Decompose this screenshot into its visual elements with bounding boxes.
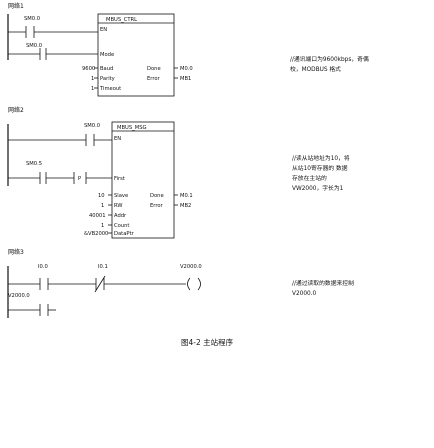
- contact-i01-label: I0.1: [98, 264, 108, 270]
- pin-mode: Mode: [100, 52, 114, 58]
- first-contact-label: SM0.5: [26, 161, 42, 167]
- timeout-value: 1: [91, 86, 94, 92]
- pin-slave: Slave: [114, 193, 128, 199]
- pin-error: Error: [147, 76, 161, 82]
- dataptr-value: &VB2000: [84, 231, 108, 237]
- msg-error-value: MB2: [180, 203, 191, 209]
- pin-msg-en: EN: [114, 136, 121, 142]
- network-1-label: 网络1: [8, 2, 24, 10]
- network-2-comment-line-4: VW2000，字长为1: [292, 184, 344, 192]
- mbus-ctrl-block: [97, 13, 175, 97]
- pin-dataptr: DataPtr: [114, 231, 135, 237]
- network-2-comment-line-2: 从站10寄存器的 数据: [292, 164, 348, 172]
- network-1-contact-label: SM0.0: [24, 16, 40, 22]
- network-2-label: 网络2: [8, 106, 24, 114]
- rw-value: 1: [101, 203, 104, 209]
- pin-en: EN: [100, 27, 107, 33]
- pin-parity: Parity: [100, 76, 115, 82]
- count-value: 1: [101, 223, 104, 229]
- mbus-ctrl-title: MBUS_CTRL: [106, 17, 137, 23]
- pin-msg-done: Done: [150, 193, 164, 199]
- coil-right-arc: [197, 277, 201, 291]
- pin-msg-error: Error: [150, 203, 164, 209]
- network-3-label: 网络3: [8, 248, 24, 256]
- mode-contact-label: SM0.0: [26, 43, 42, 49]
- pin-baud: Baud: [100, 66, 113, 72]
- coil-left-arc: [187, 277, 191, 291]
- network-1-comment-line-2: 校，MODBUS 格式: [290, 65, 341, 73]
- network-2-comment-line-3: 存放在主站的: [292, 174, 327, 182]
- contact-i00-label: I0.0: [38, 264, 48, 270]
- pin-count: Count: [114, 223, 129, 229]
- addr-value: 40001: [89, 213, 106, 219]
- mbus-msg-block: [111, 121, 175, 239]
- baud-value: 9600: [82, 66, 95, 72]
- slave-value: 10: [98, 193, 105, 199]
- network-3-comment-line-2: V2000.0: [292, 291, 317, 297]
- network-3-comment-line-1: //通过读取的数据来控制: [292, 279, 354, 287]
- mbus-msg-title: MBUS_MSG: [117, 125, 147, 131]
- error-value: MB1: [180, 76, 191, 82]
- parity-value: 1: [91, 76, 94, 82]
- figure-caption: 图4-2 主站程序: [181, 337, 234, 347]
- pulse-p-label: P: [78, 176, 81, 182]
- nc-contact-slash: [94, 275, 106, 293]
- pin-first: First: [114, 176, 125, 182]
- pin-done: Done: [147, 66, 161, 72]
- pin-rw: RW: [114, 203, 123, 209]
- network-2-contact-label: SM0.0: [84, 123, 100, 129]
- coil-label: V2000.0: [180, 264, 202, 270]
- branch-contact-label: V2000.0: [8, 293, 30, 299]
- msg-done-value: M0.1: [180, 193, 193, 199]
- network-1-comment-line-1: //通讯端口为9600kbps，奇偶: [290, 55, 369, 63]
- done-value: M0.0: [180, 66, 193, 72]
- pin-addr: Addr: [114, 213, 127, 219]
- network-2-comment-line-1: //读从站地址为10，将: [292, 154, 350, 162]
- pin-timeout: Timeout: [99, 86, 121, 92]
